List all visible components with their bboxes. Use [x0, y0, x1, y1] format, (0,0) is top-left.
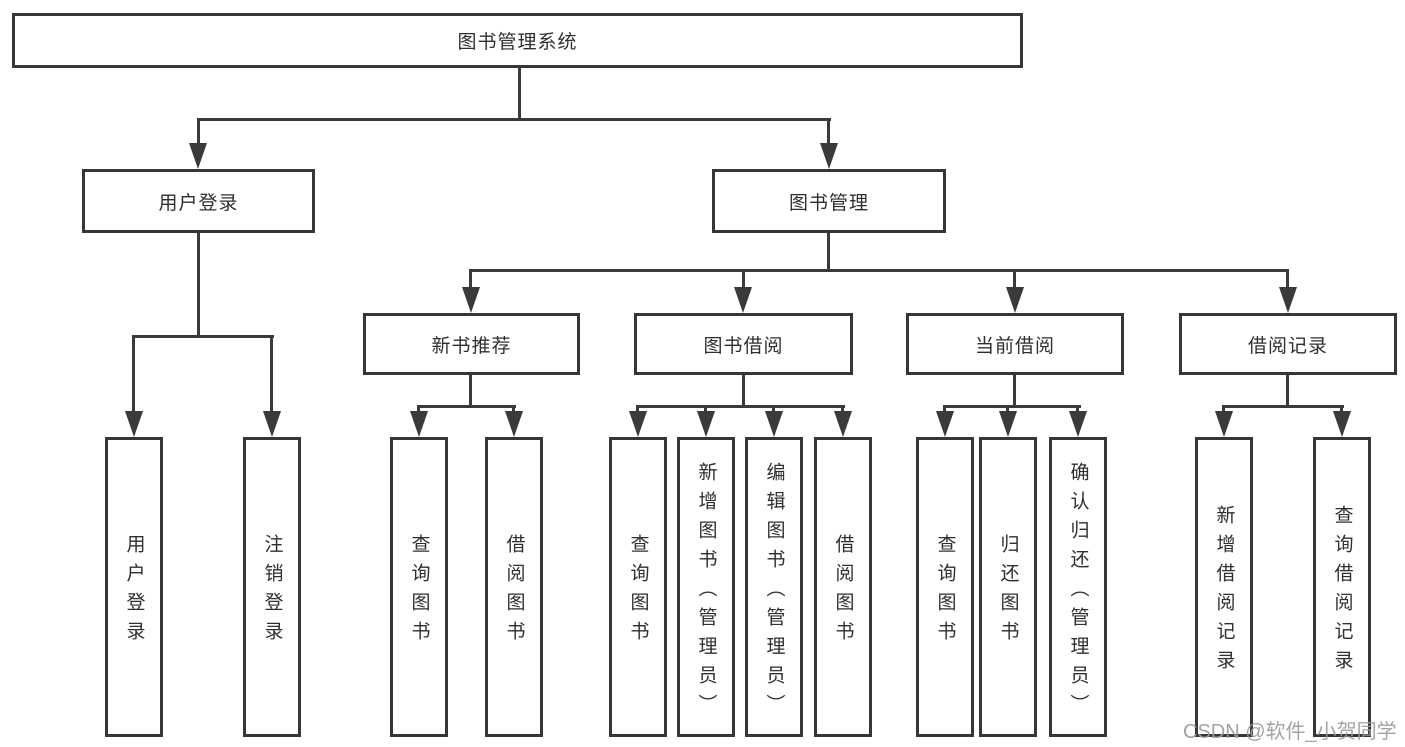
connector-arrow-down-icon	[834, 411, 852, 437]
connector-line	[742, 375, 745, 408]
connector-arrow-down-icon	[697, 411, 715, 437]
node-leaf-add-books-admin: 新增图书（管理员）	[677, 437, 735, 737]
node-label: 当前借阅	[974, 335, 1055, 357]
node-label: 借阅图书	[832, 534, 854, 650]
connector-line	[636, 405, 639, 415]
node-leaf-recommend-query-books: 查询图书	[390, 437, 448, 737]
connector-arrow-down-icon	[1333, 411, 1351, 437]
node-label: 归还图书	[997, 534, 1019, 650]
node-label: 用户登录	[123, 534, 145, 650]
connector-line	[1013, 375, 1016, 408]
node-label: 图书管理系统	[457, 32, 578, 53]
node-label: 查询图书	[408, 534, 430, 650]
connector-line	[197, 118, 831, 121]
node-leaf-add-borrow-record: 新增借阅记录	[1195, 437, 1253, 737]
node-book-management: 图书管理	[712, 169, 946, 233]
connector-line	[518, 68, 521, 119]
connector-line	[1006, 405, 1009, 415]
connector-arrow-down-icon	[410, 411, 428, 437]
connector-line	[827, 118, 830, 146]
connector-arrow-down-icon	[936, 411, 954, 437]
connector-line	[943, 405, 1081, 408]
connector-line	[636, 405, 845, 408]
node-label: 新增借阅记录	[1213, 505, 1235, 679]
node-leaf-recommend-borrow-books: 借阅图书	[485, 437, 543, 737]
node-leaf-user-login: 用户登录	[105, 437, 163, 737]
connector-line	[943, 405, 946, 415]
connector-line	[1222, 405, 1225, 415]
node-leaf-current-query-books: 查询图书	[916, 437, 974, 737]
connector-line	[1286, 375, 1289, 408]
node-label: 查询图书	[627, 534, 649, 650]
connector-line	[1340, 405, 1343, 415]
node-label: 确认归还（管理员）	[1067, 461, 1089, 723]
connector-line	[1222, 405, 1344, 408]
node-leaf-edit-books-admin: 编辑图书（管理员）	[745, 437, 803, 737]
connector-arrow-down-icon	[505, 411, 523, 437]
connector-line	[469, 269, 472, 291]
connector-line	[469, 375, 472, 408]
node-user-login: 用户登录	[82, 169, 315, 233]
connector-line	[132, 335, 135, 415]
connector-arrow-down-icon	[1279, 287, 1297, 313]
connector-line	[742, 269, 745, 291]
connector-line	[1286, 269, 1289, 291]
node-leaf-return-books: 归还图书	[979, 437, 1037, 737]
connector-line	[1013, 269, 1016, 291]
connector-line	[704, 405, 707, 415]
node-label: 用户登录	[158, 192, 239, 214]
node-label: 图书管理	[788, 192, 869, 214]
connector-line	[417, 405, 516, 408]
connector-line	[1076, 405, 1079, 415]
node-label: 编辑图书（管理员）	[763, 461, 785, 723]
connector-line	[270, 335, 273, 415]
connector-line	[841, 405, 844, 415]
node-current-borrow: 当前借阅	[906, 313, 1124, 375]
node-leaf-query-borrow-record: 查询借阅记录	[1313, 437, 1371, 737]
node-label: 图书借阅	[703, 335, 784, 357]
connector-arrow-down-icon	[820, 143, 838, 169]
node-leaf-logout: 注销登录	[243, 437, 301, 737]
node-label: 查询图书	[934, 534, 956, 650]
connector-arrow-down-icon	[629, 411, 647, 437]
connector-arrow-down-icon	[189, 143, 207, 169]
node-leaf-borrow-books: 借阅图书	[814, 437, 872, 737]
connector-line	[772, 405, 775, 415]
connector-line	[197, 118, 200, 146]
connector-line	[417, 405, 420, 415]
connector-line	[470, 269, 1289, 272]
connector-arrow-down-icon	[1006, 287, 1024, 313]
node-label: 新书推荐	[431, 335, 512, 357]
node-label: 新增图书（管理员）	[695, 461, 717, 723]
node-book-borrow: 图书借阅	[634, 313, 853, 375]
connector-arrow-down-icon	[1215, 411, 1233, 437]
node-label: 注销登录	[261, 534, 283, 650]
connector-arrow-down-icon	[999, 411, 1017, 437]
connector-arrow-down-icon	[734, 287, 752, 313]
node-library-system: 图书管理系统	[12, 13, 1023, 68]
node-label: 借阅记录	[1247, 335, 1328, 357]
node-label: 借阅图书	[503, 534, 525, 650]
connector-line	[512, 405, 515, 415]
node-new-book-recommend: 新书推荐	[363, 313, 580, 375]
connector-arrow-down-icon	[263, 411, 281, 437]
connector-arrow-down-icon	[125, 411, 143, 437]
node-leaf-borrow-query-books: 查询图书	[609, 437, 667, 737]
node-label: 查询借阅记录	[1331, 505, 1353, 679]
node-borrow-records: 借阅记录	[1179, 313, 1397, 375]
connector-line	[827, 233, 830, 271]
csdn-watermark: CSDN @软件_小贺同学	[1183, 721, 1397, 743]
node-leaf-confirm-return-admin: 确认归还（管理员）	[1049, 437, 1107, 737]
connector-line	[132, 335, 274, 338]
connector-arrow-down-icon	[1069, 411, 1087, 437]
connector-line	[197, 233, 200, 338]
connector-arrow-down-icon	[765, 411, 783, 437]
connector-arrow-down-icon	[462, 287, 480, 313]
